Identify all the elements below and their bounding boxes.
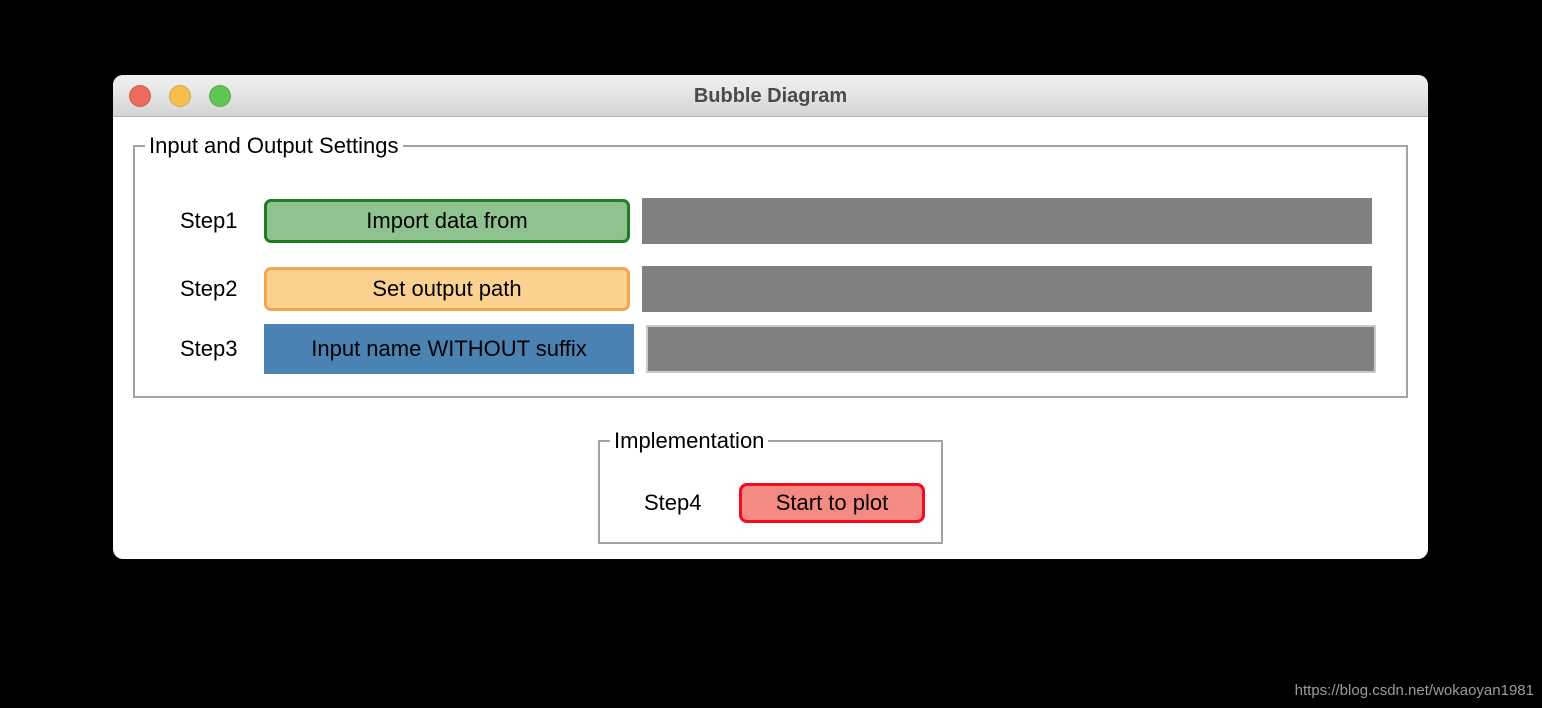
step1-label: Step1 — [180, 208, 238, 233]
close-button[interactable] — [129, 85, 151, 107]
step2-label: Step2 — [180, 276, 238, 301]
file-name-field[interactable] — [646, 325, 1376, 373]
set-output-path-button[interactable]: Set output path — [264, 267, 630, 311]
implementation-group-title: Implementation — [610, 427, 769, 455]
step1-row: Step1 Import data from — [180, 196, 1372, 246]
start-to-plot-button[interactable]: Start to plot — [739, 483, 925, 523]
input-name-label: Input name WITHOUT suffix — [264, 324, 634, 374]
output-path-field[interactable] — [642, 266, 1372, 312]
traffic-lights — [129, 85, 231, 107]
import-data-button[interactable]: Import data from — [264, 199, 630, 243]
minimize-button[interactable] — [169, 85, 191, 107]
window-titlebar[interactable]: Bubble Diagram — [113, 75, 1428, 117]
watermark-text: https://blog.csdn.net/wokaoyan1981 — [1294, 682, 1534, 699]
implementation-group: Implementation Step4 Start to plot — [598, 427, 943, 544]
import-path-field[interactable] — [642, 198, 1372, 244]
step4-label: Step4 — [644, 490, 702, 515]
window-title: Bubble Diagram — [693, 85, 848, 107]
io-settings-group: Input and Output Settings Step1 Import d… — [133, 132, 1408, 398]
step4-row: Step4 Start to plot — [644, 483, 925, 523]
io-settings-group-title: Input and Output Settings — [145, 132, 403, 160]
app-window: Bubble Diagram Input and Output Settings… — [113, 75, 1428, 559]
step2-row: Step2 Set output path — [180, 264, 1372, 314]
step3-row: Step3 Input name WITHOUT suffix — [180, 324, 1376, 374]
step3-label: Step3 — [180, 336, 238, 361]
zoom-button[interactable] — [209, 85, 231, 107]
